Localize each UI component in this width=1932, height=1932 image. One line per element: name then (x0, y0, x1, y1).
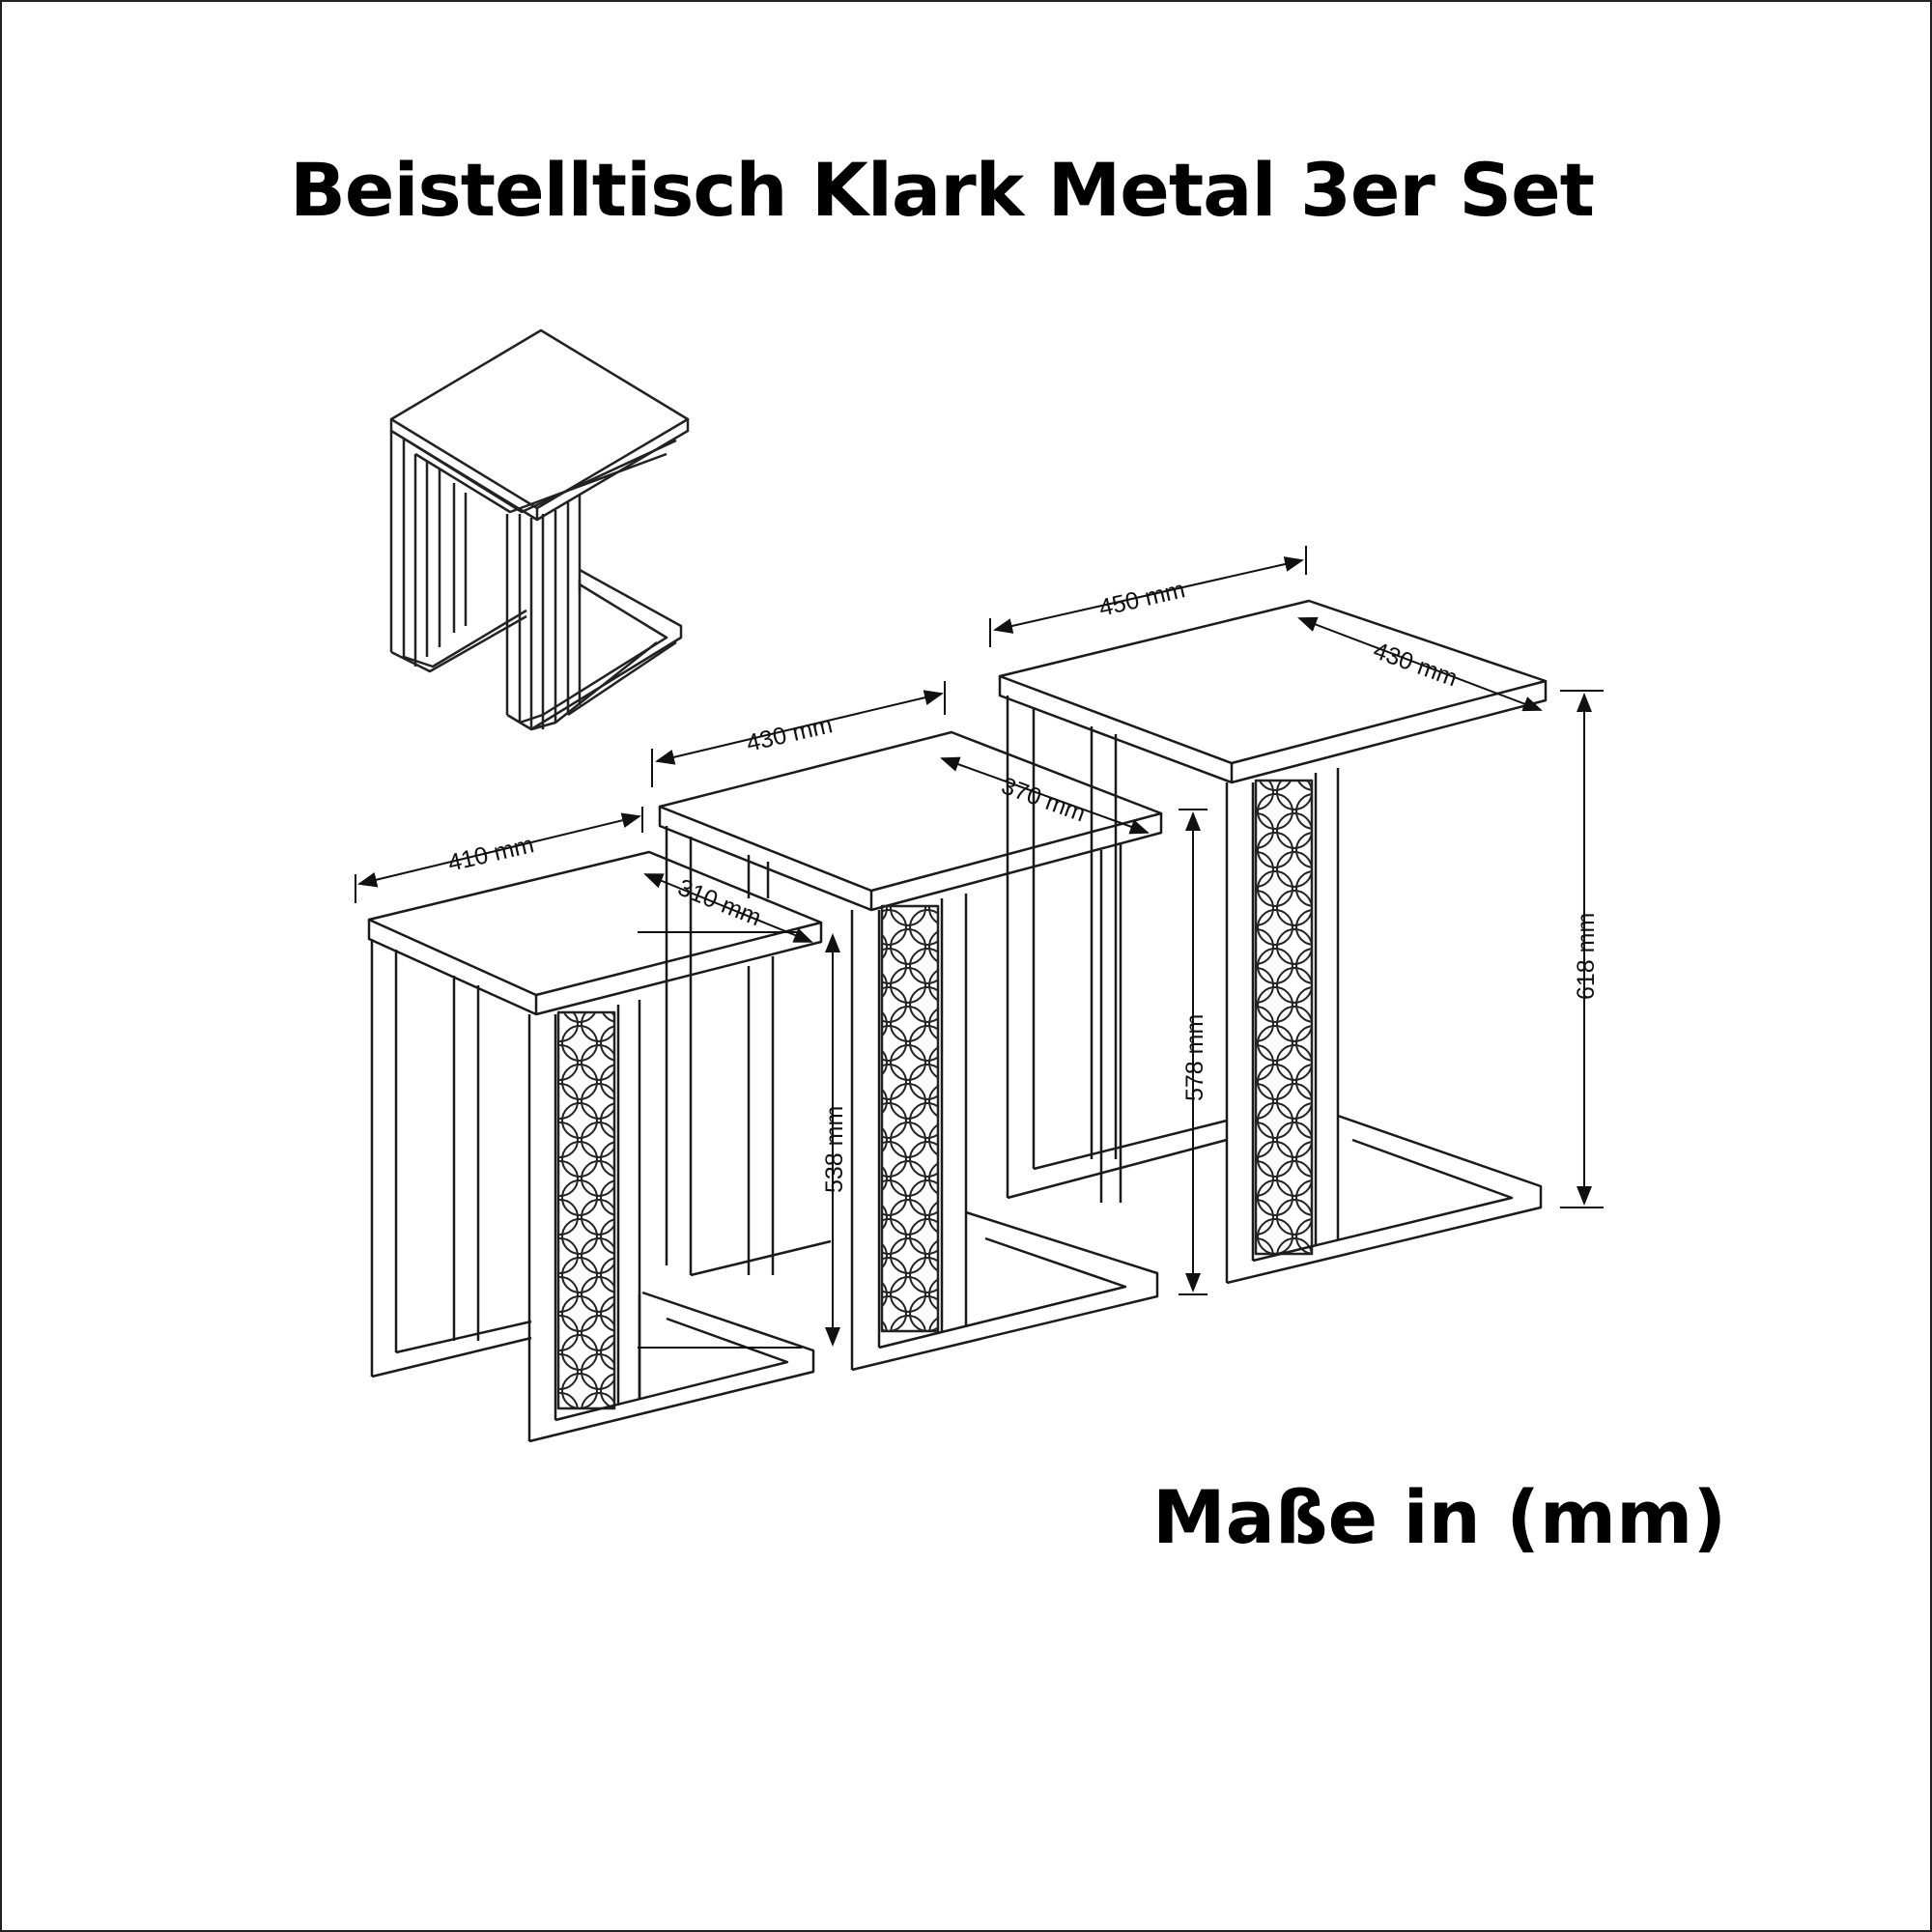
small-table (367, 850, 823, 1443)
medium-width-label: 430 mm (744, 711, 835, 757)
product-title: Beistelltisch Klark Metal 3er Set (290, 147, 1595, 233)
units-note: Maße in (mm) (1152, 1474, 1727, 1560)
small-width-label: 410 mm (445, 831, 536, 877)
large-table (998, 599, 1548, 1285)
small-height-label: 538 mm (821, 1106, 848, 1193)
medium-height-label: 578 mm (1181, 1014, 1208, 1101)
medium-table (658, 730, 1163, 1372)
large-width-label: 450 mm (1096, 576, 1187, 622)
dimension-lines (355, 546, 1604, 1349)
large-height-label: 618 mm (1573, 913, 1600, 1000)
nested-set-thumbnail (389, 328, 690, 731)
